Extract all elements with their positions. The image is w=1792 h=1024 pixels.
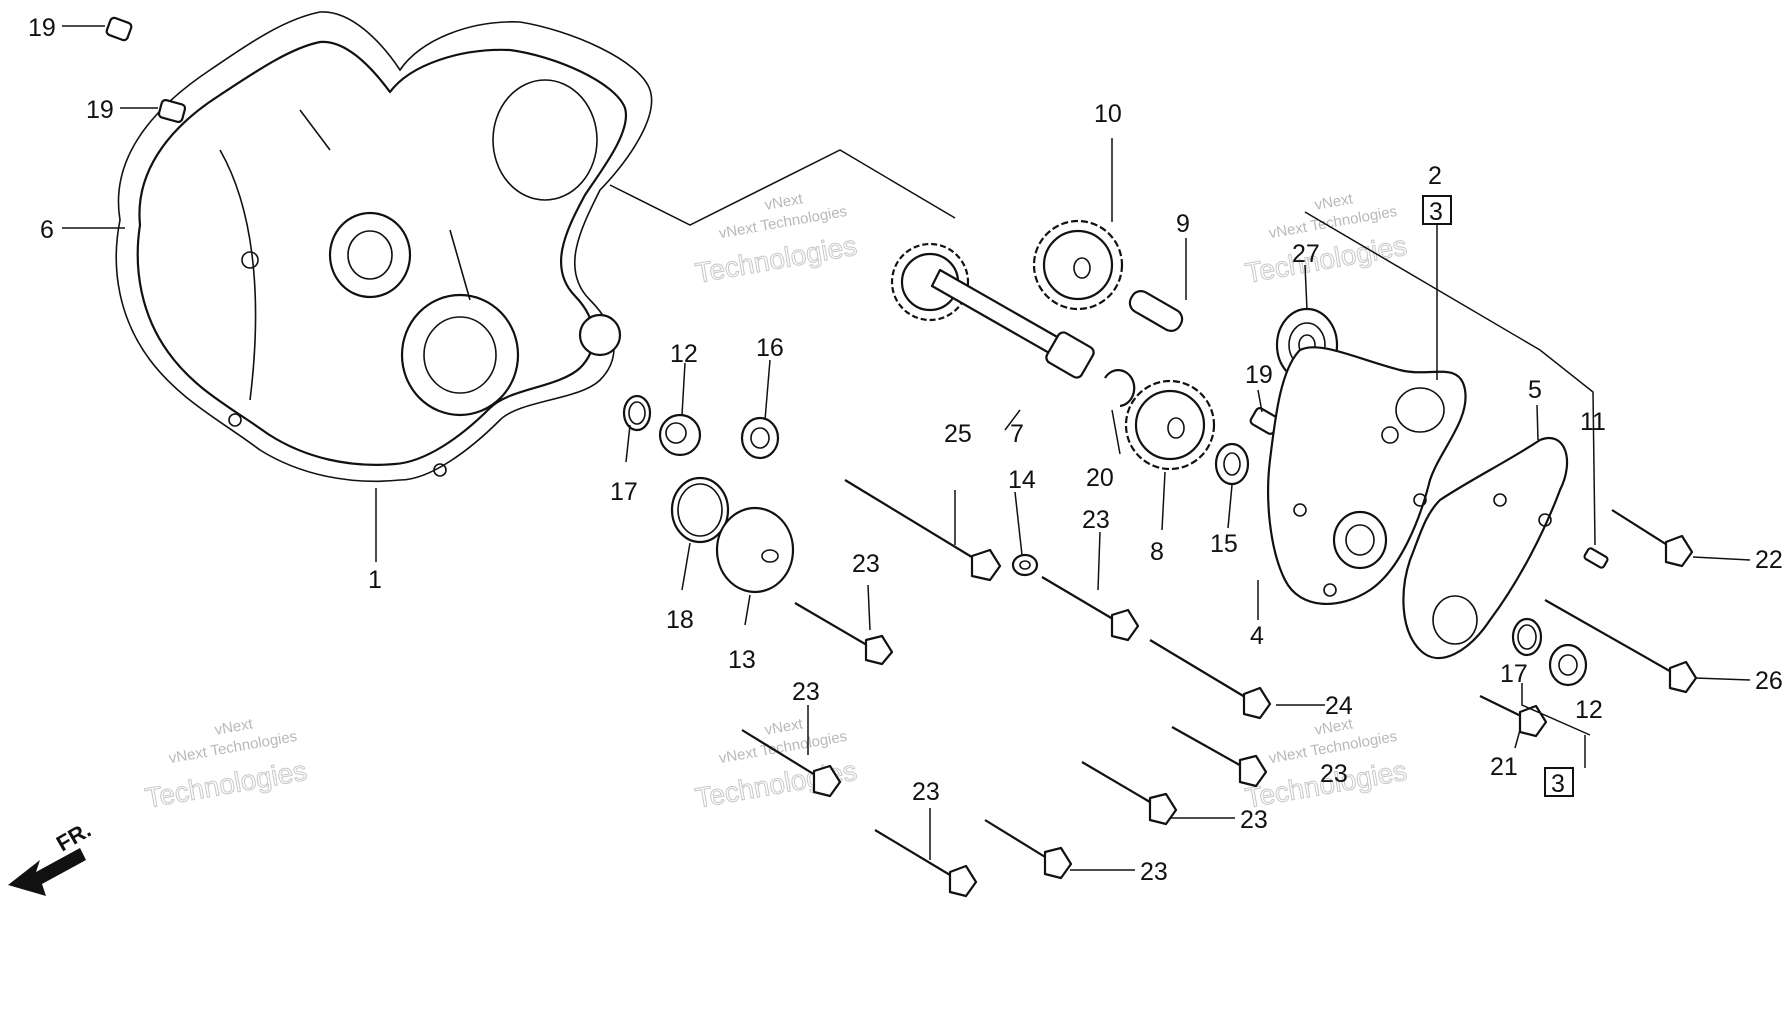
callout-17-right: 17 <box>1500 660 1528 688</box>
callout-24: 24 <box>1325 692 1353 720</box>
kit-box-top-label: 3 <box>1429 198 1443 226</box>
callout-8: 8 <box>1150 538 1164 566</box>
callout-21: 21 <box>1490 753 1518 781</box>
callout-11: 11 <box>1580 408 1606 436</box>
front-arrow-icon <box>8 848 86 896</box>
front-direction-marker: FR. <box>8 817 95 896</box>
callout-19-top: 19 <box>28 14 56 42</box>
callout-23-g: 23 <box>1320 760 1348 788</box>
callout-2: 2 <box>1428 162 1442 190</box>
bolt-23-c <box>741 729 842 798</box>
callout-25: 25 <box>944 420 972 448</box>
callout-13: 13 <box>728 646 756 674</box>
washer-14-part <box>1011 553 1039 577</box>
watermark-brand: vNext <box>213 715 255 739</box>
cap-13-part <box>715 506 795 594</box>
bolt-23-a <box>794 602 894 666</box>
washer-15-part <box>1214 442 1250 486</box>
crankcase-cover-part <box>115 11 653 483</box>
leader-lines <box>62 25 1751 871</box>
bolt-25-part <box>844 479 1002 582</box>
cover-boss-hole <box>347 230 393 280</box>
bolt-23-d <box>1171 726 1268 788</box>
cover-window <box>492 79 598 201</box>
pump-housing-4-part <box>1267 346 1467 606</box>
callout-7: 7 <box>1010 420 1024 448</box>
callout-23-f: 23 <box>912 778 940 806</box>
cover-rib <box>219 149 257 401</box>
watermark-brand: vNext <box>1313 715 1355 739</box>
callout-23-c: 23 <box>792 678 820 706</box>
seal-16-part <box>740 416 780 460</box>
callout-6: 6 <box>40 216 54 244</box>
gear-10-part <box>1032 219 1124 311</box>
callout-15: 15 <box>1210 530 1238 558</box>
bolt-23-f <box>874 829 978 898</box>
dowel-pin-19-top <box>105 16 133 42</box>
plug-12-right <box>1548 643 1588 687</box>
callout-4: 4 <box>1250 622 1264 650</box>
kit-box-bottom-label: 3 <box>1551 770 1565 798</box>
callout-19-middle: 19 <box>86 96 114 124</box>
gasket-outline <box>115 11 653 483</box>
callout-20: 20 <box>1086 464 1114 492</box>
watermark-line2: Technologies <box>693 230 859 289</box>
kit-box-top: 3 <box>1422 195 1452 226</box>
callout-17-left: 17 <box>610 478 638 506</box>
cover-bolt-hole <box>241 251 259 269</box>
bolt-11-part <box>1583 547 1609 569</box>
callout-12-left: 12 <box>670 340 698 368</box>
cover-boss <box>328 211 412 299</box>
callout-14: 14 <box>1008 466 1036 494</box>
callout-27: 27 <box>1292 240 1320 268</box>
callout-26: 26 <box>1755 667 1783 695</box>
callout-22: 22 <box>1755 546 1783 574</box>
plug-12-left <box>658 413 702 457</box>
callout-9: 9 <box>1176 210 1190 238</box>
callout-23-center: 23 <box>1082 506 1110 534</box>
bolt-23-g <box>984 819 1073 880</box>
callout-labels: 19 19 6 1 12 17 16 18 13 25 14 23 23 23 … <box>28 14 1783 886</box>
cover-rib <box>299 109 471 301</box>
bolt-26-part <box>1544 599 1698 694</box>
callout-1: 1 <box>368 566 382 594</box>
watermark-brand: vNext <box>763 715 805 739</box>
cover-bearing-boss <box>400 293 520 417</box>
callout-23-d: 23 <box>1240 806 1268 834</box>
callout-23-e: 23 <box>1140 858 1168 886</box>
o-ring-17-right <box>1511 617 1543 657</box>
watermark-brand: vNext <box>763 190 805 214</box>
callout-12-right: 12 <box>1575 696 1603 724</box>
cover-plate-5-part <box>1402 437 1569 660</box>
cover-bolt-hole <box>433 463 447 477</box>
watermark-line2: Technologies <box>143 755 309 814</box>
o-ring-18-part <box>670 476 730 544</box>
callout-18: 18 <box>666 606 694 634</box>
bolt-23-b <box>1041 576 1140 642</box>
bolt-22-part <box>1611 509 1694 568</box>
circlip-20-part <box>1104 369 1136 408</box>
bolt-24-part <box>1149 639 1272 720</box>
shaft-gear-7-part <box>890 242 1095 379</box>
dowel-pin-19-middle <box>157 98 187 124</box>
kit-box-bottom: 3 <box>1544 767 1574 798</box>
bolt-23-e <box>1081 761 1178 826</box>
cover-bolt-hole <box>228 413 242 427</box>
front-label: FR. <box>52 817 95 856</box>
bolt-21-part <box>1479 695 1548 738</box>
callout-5: 5 <box>1528 376 1542 404</box>
watermark-brand: vNext <box>1313 190 1355 214</box>
callout-19-right: 19 <box>1245 361 1273 389</box>
pin-9-part <box>1128 290 1184 332</box>
gear-8-part <box>1124 379 1216 471</box>
callout-16: 16 <box>756 334 784 362</box>
callout-23-a: 23 <box>852 550 880 578</box>
callout-10: 10 <box>1094 100 1122 128</box>
cover-port <box>578 313 622 357</box>
cover-bearing-hole <box>423 316 497 394</box>
shaft-splined-end <box>1045 331 1095 379</box>
o-ring-17-left <box>622 394 652 432</box>
